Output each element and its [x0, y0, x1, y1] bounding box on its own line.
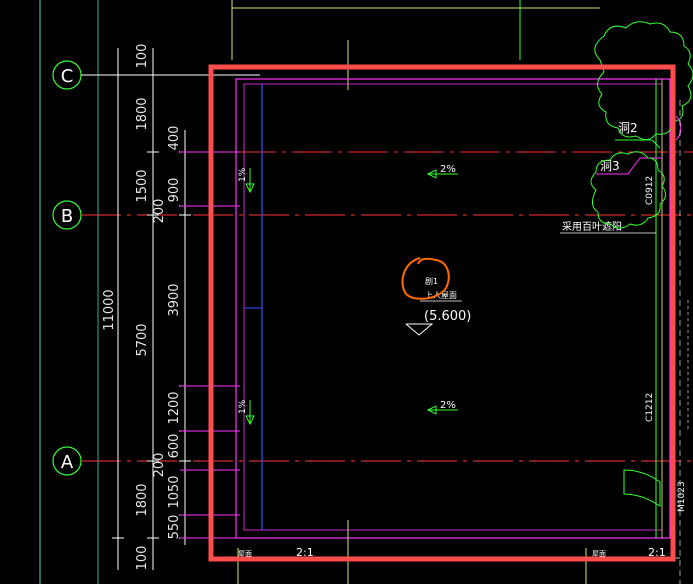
dim-right-3900: 3900 — [167, 283, 182, 316]
bottom-right-scale: 2:1 — [648, 546, 666, 559]
svg-text:1%: 1% — [238, 399, 248, 414]
roof-outline-outer — [235, 78, 671, 539]
slope-arrow-top: 2% — [426, 164, 458, 179]
dim-left-1800-top: 1800 — [135, 97, 150, 130]
axis-bubble-C[interactable]: C — [52, 60, 82, 90]
door-m1023-label: M1023 — [677, 481, 687, 512]
axis-bubble-B[interactable]: B — [52, 200, 82, 230]
dim-right-1200: 1200 — [167, 391, 182, 424]
hole2-leader — [615, 139, 661, 149]
svg-text:B: B — [61, 206, 73, 227]
dim-left-1800-bottom: 1800 — [135, 483, 150, 516]
window-c0912-label: C0912 — [645, 176, 655, 205]
dim-right-200-top: 200 — [152, 199, 167, 224]
annotation-circle[interactable] — [401, 257, 450, 300]
svg-text:1%: 1% — [238, 167, 248, 182]
room-tag: 剧1 — [425, 277, 438, 286]
window-c1212-label: C1212 — [645, 393, 655, 422]
right-edge-arc — [675, 115, 682, 141]
dim-inner-1050: 1050 — [167, 475, 182, 508]
highlight-box[interactable] — [208, 64, 676, 562]
dim-right-400: 400 — [167, 126, 182, 151]
dim-left-5700: 5700 — [135, 323, 150, 356]
elevation-label: (5.600) — [424, 309, 471, 324]
dim-left-100-top: 100 — [135, 44, 150, 69]
dim-inner-600: 600 — [167, 434, 182, 459]
shrub-cloud-lower — [590, 151, 666, 229]
dim-right-200-bottom: 200 — [152, 453, 167, 478]
elevation-marker — [405, 323, 434, 336]
svg-text:2%: 2% — [440, 164, 456, 175]
slope-arrow-left-top: 1% — [238, 167, 255, 194]
dim-left-100-bottom: 100 — [135, 546, 150, 571]
dim-right-1500: 1500 — [135, 169, 150, 202]
hole3-label: 洞3 — [600, 159, 620, 173]
roof-note: 上人屋面 — [425, 291, 457, 300]
shrub-cloud-upper — [594, 21, 693, 140]
bottom-right-note: 屋面 — [592, 550, 606, 558]
bottom-left-scale: 2:1 — [296, 546, 314, 559]
svg-text:C: C — [61, 66, 74, 87]
dim-total-11000: 11000 — [102, 289, 117, 330]
door-swing — [623, 469, 661, 507]
svg-text:A: A — [61, 452, 74, 473]
slope-arrow-bottom: 2% — [426, 400, 458, 415]
hole2-label: 洞2 — [618, 121, 638, 135]
bottom-left-note: 屋面 — [238, 550, 252, 558]
svg-text:2%: 2% — [440, 400, 456, 411]
slope-arrow-left-bottom: 1% — [238, 399, 255, 426]
dim-inner-550: 550 — [167, 515, 182, 540]
axis-bubble-A[interactable]: A — [52, 446, 82, 476]
roof-outline-inner — [243, 83, 663, 531]
dim-inner-900: 900 — [167, 178, 182, 203]
shading-note: 采用百叶遮阳 — [562, 220, 622, 233]
